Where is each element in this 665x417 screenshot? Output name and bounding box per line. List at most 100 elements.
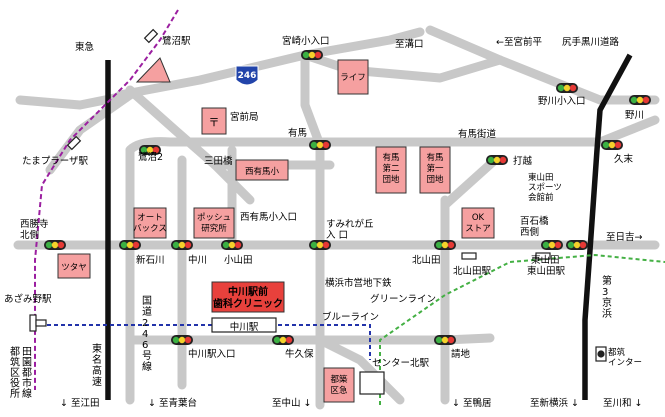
autobacs-building [133, 207, 167, 239]
traffic-signal-icon [171, 240, 193, 250]
traffic-signal-icon [119, 240, 141, 250]
label-tama-plaza: たまプラーザ駅 [22, 156, 89, 167]
label-blue-line: ブルーライン [322, 311, 379, 323]
label-kitayamada-station: 北山田駅 [453, 266, 492, 277]
green-line [379, 253, 665, 405]
arima-daiichi-danchi [419, 146, 451, 194]
label-tsuzuki-ic: 都筑インター [608, 347, 642, 368]
label-kumatsu: 久末 [614, 153, 634, 165]
traffic-signal-icon [486, 155, 508, 165]
traffic-signal-icon [434, 240, 456, 250]
label-center-kita: センター北駅 [372, 358, 430, 369]
label-ushikubo: 牛久保 [285, 348, 314, 360]
label-nishi-arima-iriguchi: 西有馬小入口 [240, 211, 297, 223]
label-tsutaya: ツタヤ [61, 263, 87, 273]
label-to-kawawa: 至川和 ↓ [603, 398, 642, 409]
label-sumiregaoka: すみれが丘入 口 [326, 218, 374, 241]
label-den-en-toshi: 田園都市線 [22, 347, 32, 400]
multiline-labels: 有馬第二団地 有馬第一団地 東山田スポーツ会館前 西勝寺北側 オートバックス ポ… [20, 152, 642, 396]
traffic-signal-icon [272, 335, 294, 345]
label-nogawa: 野川 [625, 110, 644, 121]
label-to-mizonokuchi: 至溝口 [395, 38, 424, 50]
label-tsuzuki-ku: 都筑区役所 [10, 346, 20, 400]
blue-line [40, 324, 371, 360]
label-shinchi: 請地 [451, 348, 471, 360]
label-higashiyamada-station: 東山田駅 [527, 265, 566, 277]
label-miyamae-kyoku: 宮前局 [230, 111, 259, 123]
traffic-signal-icon [309, 240, 331, 250]
clinic-building [211, 281, 285, 313]
label-to-kamoi: ↓ 至鴨居 [452, 397, 491, 409]
buildings [57, 57, 495, 403]
traffic-signal-icon [541, 240, 563, 250]
label-tomei: 東名高速 [92, 342, 102, 388]
label-to-nakayama: 至中山 ↓ [272, 397, 311, 409]
label-azamino: あざみ野駅 [4, 293, 52, 305]
label-nogawa-iriguchi: 野川小入口 [538, 96, 586, 107]
label-arima-daiichi: 有馬第一団地 [426, 152, 444, 185]
label-arima-kaido: 有馬街道 [458, 128, 497, 140]
label-shiriteguro: 尻手黒川道路 [562, 36, 620, 48]
label-sagisawa2: 鷺沼2 [138, 152, 163, 163]
route-246-label: 246 [238, 71, 257, 81]
traffic-signal-icon [221, 240, 243, 250]
label-tsuzuki-kyu: 都築区急 [330, 374, 348, 396]
label-subway: 横浜市営地下鉄 [325, 277, 392, 289]
label-nakagawa-station: 中川駅 [230, 321, 259, 333]
station-markers [29, 28, 607, 395]
traffic-signal-icon [434, 335, 456, 345]
post-office-icon: 〒 [209, 116, 220, 129]
label-kitayamada: 北山田 [412, 255, 441, 266]
label-koyamada: 小山田 [224, 255, 253, 266]
label-higashiyamata-sports: 東山田スポーツ会館前 [528, 172, 562, 203]
poshu-building [193, 207, 235, 239]
label-nishikatsu: 西勝寺北側 [20, 218, 49, 241]
traffic-signal-icon [301, 50, 323, 60]
traffic-signal-icon [601, 140, 623, 150]
label-poshu: ポッシュ研究所 [197, 213, 231, 234]
label-clinic: 中川駅前歯科クリニック [213, 285, 283, 310]
traffic-signal-icon [629, 95, 651, 105]
label-arima-daini: 有馬第二団地 [382, 152, 400, 185]
label-momoishibashi: 百石橋西側 [520, 215, 549, 238]
map-labels: 東急 鷺沼駅 宮崎小入口 至溝口 ←至宮前平 尻手黒川道路 ライフ たまプラーザ… [4, 35, 644, 409]
tsuzuki-kyu-building [323, 367, 355, 403]
label-tokyu: 東急 [75, 41, 95, 53]
label-higashiyamada: 東山田 [531, 254, 560, 266]
route-246-shield: 246 [235, 65, 259, 86]
label-shinishikawa: 新石川 [136, 254, 165, 266]
label-miyazaki-iriguchi: 宮崎小入口 [282, 35, 330, 47]
nishi-arima-school [235, 159, 289, 181]
label-life: ライフ [340, 73, 366, 83]
label-nishi-arima-sho: 西有馬小 [245, 166, 280, 177]
tokyu-store-marker [135, 57, 171, 83]
traffic-signal-icon [566, 240, 588, 250]
label-nakagawa-iriguchi: 中川駅入口 [188, 348, 236, 360]
label-sagisawa-station: 鷺沼駅 [162, 36, 191, 47]
traffic-signal-icon [309, 140, 331, 150]
label-to-miyamaedaira: ←至宮前平 [496, 36, 542, 48]
ok-store-building [461, 207, 495, 239]
label-mitabashi: 三田橋 [204, 155, 233, 167]
traffic-signal-icon [171, 335, 193, 345]
label-uchikoshi: 打越 [513, 155, 533, 167]
label-autobacs: オートバックス [133, 213, 167, 234]
expressway [105, 53, 633, 400]
label-to-shinyokohama: 至新横浜 ↓ [530, 397, 579, 409]
label-to-eda: ↓ 至江田 [60, 398, 99, 409]
label-green-line: グリーンライン [370, 293, 436, 305]
label-nakagawa-signal: 中川 [188, 254, 207, 266]
label-arima: 有馬 [288, 127, 307, 139]
arima-daini-danchi [375, 146, 407, 194]
life-building [337, 59, 369, 95]
tsutaya-building [57, 253, 91, 279]
traffic-signal-icon [556, 83, 578, 93]
post-office-building [201, 107, 227, 135]
traffic-signal-icon [44, 240, 66, 250]
